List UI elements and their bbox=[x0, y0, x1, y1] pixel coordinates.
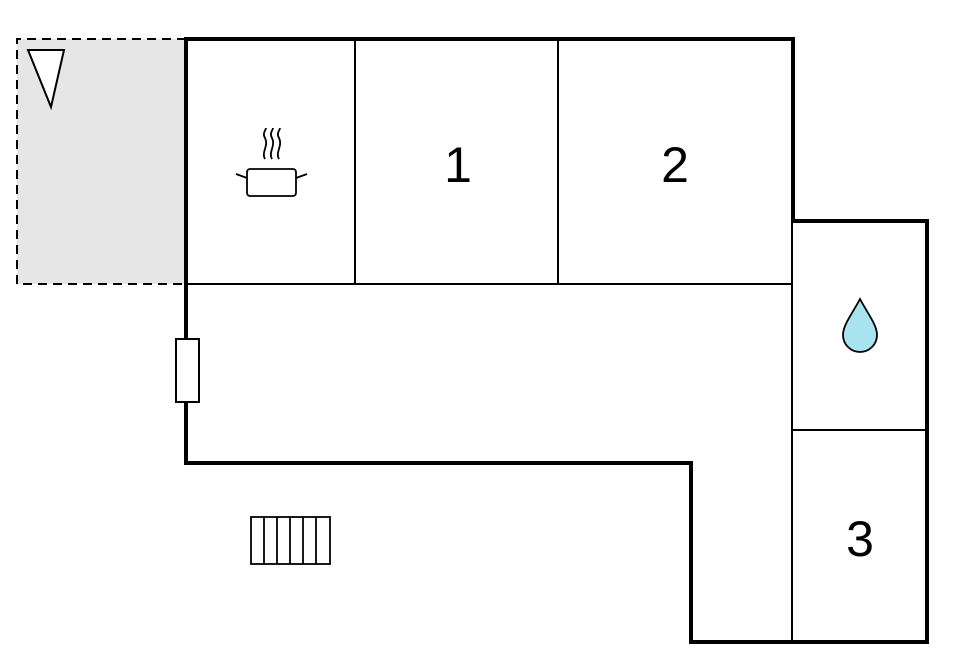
terrace-area bbox=[16, 38, 186, 285]
water-drop-icon bbox=[842, 297, 878, 353]
cooking-pot-icon bbox=[235, 127, 308, 197]
room-label-2: 2 bbox=[661, 137, 689, 193]
interior-walls bbox=[186, 40, 927, 641]
terrace-dashed-border bbox=[16, 38, 186, 285]
triangle-marker-icon bbox=[26, 49, 66, 111]
room-label-3: 3 bbox=[846, 511, 874, 567]
outer-walls bbox=[184, 37, 929, 644]
grill-grate-icon bbox=[250, 516, 331, 565]
door-icon bbox=[175, 338, 200, 403]
room-label-1: 1 bbox=[444, 137, 472, 193]
